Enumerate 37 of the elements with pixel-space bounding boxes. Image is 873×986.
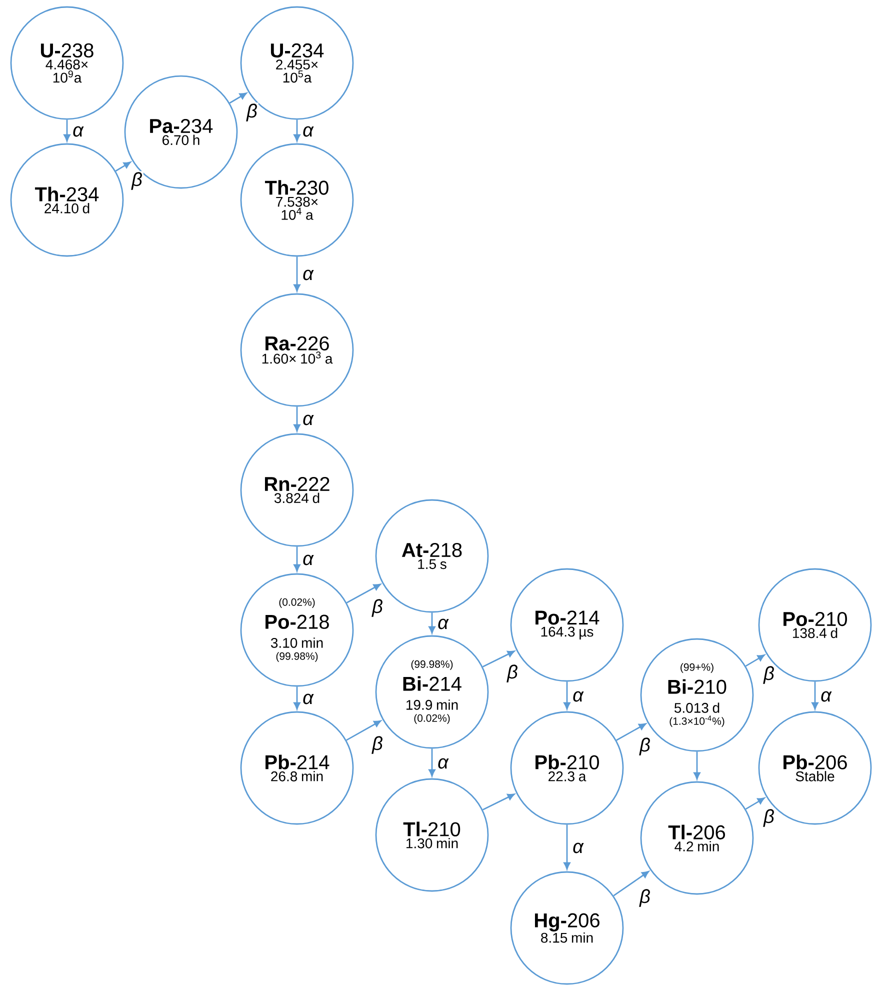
arrow — [346, 584, 381, 604]
edge-label: α — [302, 414, 314, 426]
arrow — [428, 612, 436, 634]
arrow — [745, 654, 765, 667]
edge-label: α — [820, 690, 832, 703]
arrow — [294, 256, 300, 292]
arrow — [229, 92, 247, 104]
arrow — [482, 794, 515, 810]
edge-label: α — [72, 125, 84, 138]
arrow — [428, 748, 436, 777]
arrow — [613, 870, 650, 896]
edge-label: α — [302, 692, 314, 706]
arrow — [616, 723, 646, 741]
edge-label: α — [302, 268, 314, 282]
edge-label: α — [302, 125, 314, 138]
edge-label: α — [302, 554, 314, 566]
arrow — [64, 120, 70, 142]
arrow — [564, 682, 570, 710]
arrow — [294, 686, 300, 710]
arrow — [294, 120, 300, 142]
edge-label: β — [130, 171, 144, 191]
arrow — [294, 406, 300, 432]
arrow — [745, 798, 765, 810]
arrow — [564, 824, 570, 870]
edge-label: α — [572, 690, 584, 703]
edge-label: α — [436, 757, 450, 770]
arrow — [694, 752, 700, 780]
edge-label: α — [572, 842, 584, 854]
edge-label: β — [246, 102, 258, 122]
edge-label: α — [436, 618, 450, 630]
arrow — [482, 650, 515, 668]
edge-label: β — [762, 808, 776, 828]
edge-label: β — [762, 665, 776, 685]
arrow — [115, 162, 131, 172]
arrow — [812, 682, 818, 710]
arrow — [346, 720, 382, 741]
arrow — [294, 546, 300, 572]
